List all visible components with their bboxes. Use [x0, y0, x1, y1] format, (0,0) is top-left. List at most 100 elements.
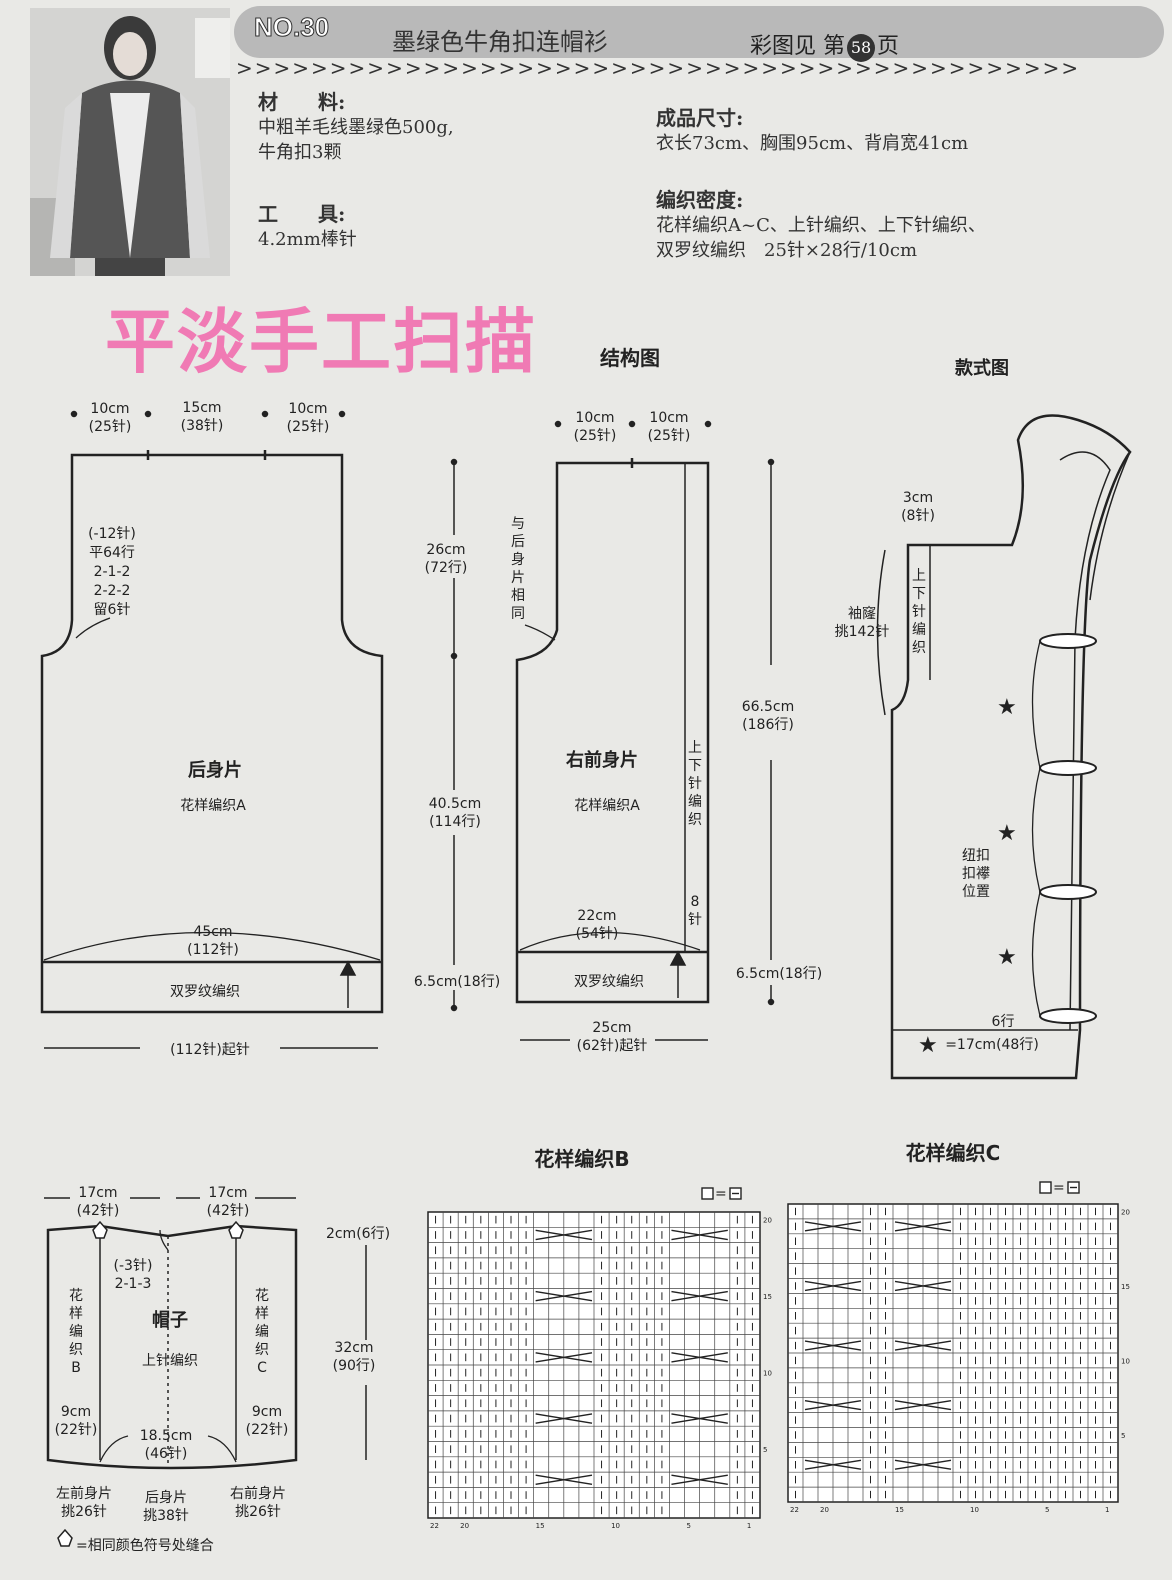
- chart-b-title: 花样编织B: [534, 1147, 629, 1171]
- chart-c-key-purl: [1067, 1181, 1080, 1194]
- back-armhole2: 平64行: [89, 545, 135, 561]
- hood-height: 32cm: [334, 1340, 373, 1356]
- hood-height-rows: (90行): [333, 1358, 376, 1374]
- size-line1: 衣长73cm、胸围95cm、背肩宽41cm: [656, 133, 969, 154]
- size-block: 成品尺寸: 衣长73cm、胸围95cm、背肩宽41cm: [656, 106, 968, 156]
- vert-c: 6.5cm(18行): [414, 974, 500, 990]
- back-dim3-st: (25针): [287, 419, 330, 435]
- front-band: 上: [688, 740, 702, 756]
- back-rib: 双罗纹编织: [170, 984, 240, 1000]
- hood-left: 织: [69, 1342, 83, 1358]
- star-icon: ★: [997, 945, 1017, 970]
- chart-axis-label: 20: [763, 1217, 772, 1225]
- hood-mw-st: (46针): [145, 1446, 188, 1462]
- model-photo-drawing: [30, 8, 230, 276]
- chart-b-key-blank: [701, 1187, 714, 1200]
- hood-dim1-st: (42针): [77, 1203, 120, 1219]
- front-band: 织: [688, 812, 702, 828]
- front-band: 下: [688, 758, 702, 774]
- back-width: 45cm: [193, 924, 232, 940]
- back-armhole4: 2-2-2: [94, 583, 131, 599]
- chart-b-key-purl: [729, 1187, 742, 1200]
- hood-label: 帽子: [152, 1309, 188, 1331]
- chart-axis-label: 5: [763, 1446, 767, 1454]
- chart-axis-label: 10: [970, 1506, 979, 1514]
- front-pattern: 花样编织A: [574, 798, 640, 814]
- vert-a: 26cm: [426, 542, 465, 558]
- chart-axis-label: 15: [1121, 1283, 1130, 1291]
- star-icon: ★: [918, 1033, 938, 1058]
- front-note: 身: [511, 552, 525, 568]
- gauge-line1: 花样编织A~C、上针编织、上下针编织、: [656, 215, 986, 236]
- hood-dec1: (-3针): [114, 1258, 153, 1274]
- chart-axis-label: 15: [763, 1293, 772, 1301]
- chart-c-title: 花样编织C: [906, 1141, 1001, 1165]
- style-band: 上: [912, 568, 926, 584]
- style-arm: 3cm: [903, 490, 933, 506]
- materials-line1: 中粗羊毛线墨绿色500g,: [258, 117, 454, 138]
- back-dim2-st: (38针): [181, 418, 224, 434]
- back-armhole1: (-12针): [88, 526, 136, 542]
- style-button3: 位置: [962, 884, 990, 900]
- front-dim1: 10cm: [575, 410, 614, 426]
- hood-left: B: [71, 1360, 81, 1376]
- front-bottom: 25cm: [592, 1020, 631, 1036]
- hood-legend: =相同颜色符号处缝合: [76, 1537, 214, 1554]
- chart-axis-label: 20: [1121, 1208, 1130, 1216]
- page-ref-suffix: 页: [877, 34, 900, 59]
- pattern-title: 墨绿色牛角扣连帽衫: [392, 28, 608, 56]
- tools-block: 工 具: 4.2mm棒针: [258, 202, 357, 252]
- chart-axis-label: 10: [763, 1370, 772, 1378]
- style-star-note: =17cm(48行): [945, 1037, 1039, 1053]
- style-band: 编: [912, 622, 926, 638]
- chart-b-key-eq: =: [715, 1186, 727, 1202]
- tools-label: 工 具:: [258, 202, 346, 226]
- hood-right: C: [257, 1360, 267, 1376]
- hood-lw: 9cm: [61, 1404, 91, 1420]
- hood-dec2: 2-1-3: [115, 1276, 152, 1292]
- star-icon: ★: [997, 695, 1017, 720]
- back-pattern: 花样编织A: [180, 798, 246, 814]
- back-armhole5: 留6针: [94, 602, 131, 618]
- chart-axis-label: 15: [536, 1522, 545, 1530]
- vert-total-rows: (186行): [742, 717, 794, 733]
- hood-top: 2cm(6行): [326, 1226, 390, 1242]
- hood-right: 编: [255, 1324, 269, 1340]
- arrow-divider: >>>>>>>>>>>>>>>>>>>>>>>>>>>>>>>>>>>>>>>>…: [236, 56, 1081, 80]
- gauge-block: 编织密度: 花样编织A~C、上针编织、上下针编织、 双罗纹编织 25针×28行/…: [656, 188, 986, 263]
- gauge-line2: 双罗纹编织 25针×28行/10cm: [656, 240, 918, 261]
- hood-right: 花: [255, 1288, 269, 1304]
- hood-dim2-st: (42针): [207, 1203, 250, 1219]
- front-note: 片: [511, 570, 525, 586]
- back-dim1-st: (25针): [89, 419, 132, 435]
- hood-left: 编: [69, 1324, 83, 1340]
- back-cast-on: (112针)起针: [170, 1042, 250, 1058]
- chart-axis-label: 22: [430, 1522, 439, 1530]
- front-rib: 双罗纹编织: [574, 974, 644, 990]
- gauge-label: 编织密度:: [656, 188, 744, 212]
- style-band: 下: [912, 586, 926, 602]
- back-dim2: 15cm: [182, 400, 221, 416]
- hood-dim1: 17cm: [78, 1185, 117, 1201]
- star-icon: ★: [997, 821, 1017, 846]
- hood-pick2b: 挑38针: [143, 1508, 189, 1524]
- hood-pick3a: 右前身片: [230, 1485, 286, 1502]
- back-width-st: (112针): [187, 942, 239, 958]
- chart-axis-label: 5: [1121, 1432, 1125, 1440]
- hood-mw: 18.5cm: [140, 1428, 193, 1444]
- hood-right: 样: [255, 1306, 269, 1322]
- header-bar: [234, 6, 1164, 58]
- front-dim1-st: (25针): [574, 428, 617, 444]
- structure-diagram-title: 结构图: [600, 346, 660, 370]
- chart-c-key-eq: =: [1053, 1180, 1065, 1196]
- style-band: 织: [912, 640, 926, 656]
- page-ref-prefix: 彩图见 第: [750, 34, 845, 59]
- chart-axis-label: 20: [460, 1522, 469, 1530]
- tools-line1: 4.2mm棒针: [258, 229, 357, 250]
- chart-c-key-blank: [1039, 1181, 1052, 1194]
- hood-rw-st: (22针): [246, 1422, 289, 1438]
- style-button2: 扣襻: [962, 866, 990, 882]
- style-sleeve1: 袖窿: [848, 606, 876, 622]
